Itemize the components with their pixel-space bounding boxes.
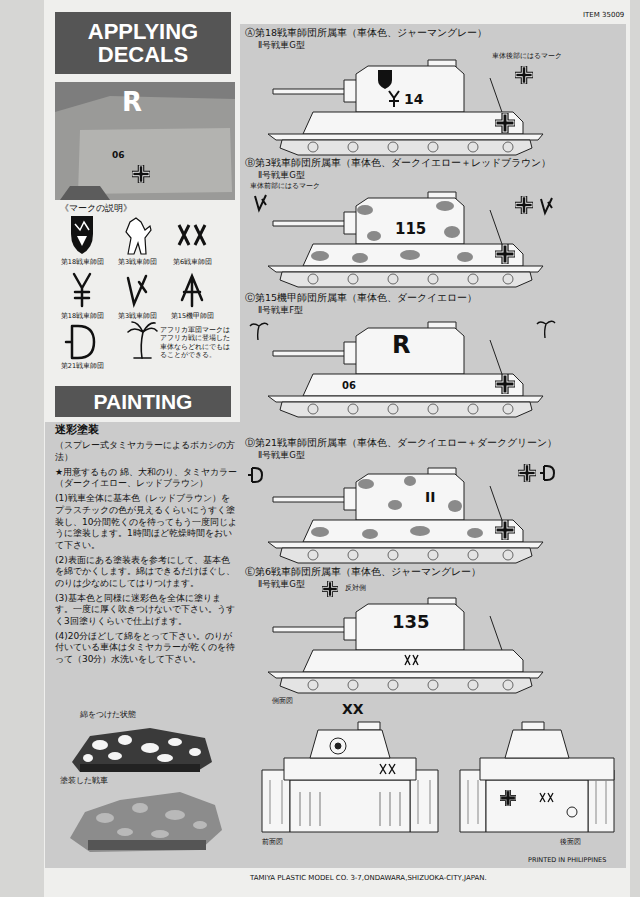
variant-heading: Ⓔ第6戦車師団所属車（車体色、ジャーマングレー） xyxy=(245,566,481,578)
instruction-step: (1)戦車全体に基本色（レッドブラウン）をプラスチックの色が見えるくらいにうすく… xyxy=(55,493,238,551)
photo-caption: 塗装した戦車 xyxy=(60,776,108,786)
variant-type: Ⅱ号戦車G型 xyxy=(258,450,305,461)
maker-address: TAMIYA PLASTIC MODEL CO. 3-7,ONDAWARA,SH… xyxy=(250,874,487,883)
unit-name: 第6戦車師団 xyxy=(165,258,220,266)
heading-band: APPLYING DECALS xyxy=(55,12,231,74)
decal-number: 06 xyxy=(112,150,125,162)
placement-note: 車体後部にはるマーク xyxy=(492,52,562,60)
unit-name: 第3戦車師団 xyxy=(110,258,165,266)
decal-letter: R xyxy=(392,330,410,361)
paper xyxy=(44,0,630,897)
unit-name: 第21戦車師団 xyxy=(55,362,110,370)
instruction-text: ★用意するもの 綿、大和のり、タミヤカラー（ダークイエロー、レッドブラウン） xyxy=(55,467,238,490)
unit-name: 第3戦車師団 xyxy=(110,312,165,320)
view-name: 前面図 xyxy=(262,838,283,847)
decal-number: 115 xyxy=(395,220,426,240)
legend-heading: 《マークの説明》 xyxy=(60,203,132,215)
decal-number: 06 xyxy=(342,379,356,392)
variant-type: Ⅱ号戦車G型 xyxy=(258,170,305,181)
decal-letter: II xyxy=(425,488,435,506)
section-heading: 迷彩塗装 xyxy=(55,423,238,437)
painting-panel xyxy=(45,422,240,868)
tank-side-view xyxy=(250,321,555,417)
view-name: 側面図 xyxy=(272,697,293,706)
unit-name: 第15機甲師団 xyxy=(165,312,220,320)
instruction-step: (3)基本色と同様に迷彩色を全体に塗ります。一度に厚く吹きつけないで下さい。うす… xyxy=(55,593,238,628)
heading-text: APPLYING DECALS xyxy=(61,20,225,66)
variant-heading: Ⓓ第21戦車師団所属車（車体色、ダークイエロー＋ダークグリーン） xyxy=(245,437,557,449)
decal-number: 135 xyxy=(392,610,430,633)
unit-name: 第18戦車師団 xyxy=(55,312,110,320)
tank-side-view xyxy=(268,581,543,693)
view-name: 後面図 xyxy=(560,838,581,847)
note: アフリカ軍団マークはアフリカ戦に登場した車体ならどれにでもはることができる。 xyxy=(160,326,236,360)
variant-heading: Ⓐ第18戦車師団所属車（車体色、ジャーマングレー） xyxy=(245,27,487,39)
variant-heading: Ⓑ第3戦車師団所属車（車体色、ダークイエロー＋レッドブラウン） xyxy=(245,157,551,169)
instruction-step: (2)表面にある塗装表を参考にして、基本色を綿でかくします。綿はできるだけほぐし… xyxy=(55,555,238,590)
tank-rear-view xyxy=(460,722,614,832)
tank-side-view xyxy=(248,464,554,563)
instruction-text: （スプレー式タミヤカラーによるボカシの方法） xyxy=(55,440,238,463)
tank-front-view xyxy=(262,722,438,832)
masked-tank-photo xyxy=(72,728,212,772)
heading-band: PAINTING xyxy=(55,386,231,417)
variant-type: Ⅱ号戦車G型 xyxy=(258,579,305,590)
painted-tank-photo xyxy=(70,792,222,852)
unit-name: 第18戦車師団 xyxy=(55,258,110,266)
placement-note: 反対側 xyxy=(345,584,366,593)
placement-note: 車体前部にはるマーク xyxy=(250,182,320,190)
instruction-step: (4)20分ほどして綿をとって下さい。のりが付いている車体はタミヤカラーが乾くの… xyxy=(55,631,238,666)
photo-caption: 綿をつけた状態 xyxy=(80,710,136,720)
variant-heading: Ⓒ第15機甲師団所属車（車体色、ダークイエロー） xyxy=(245,292,477,304)
decal-letter: R xyxy=(122,86,142,120)
print-note: PRINTED IN PHILIPPINES xyxy=(528,856,606,864)
decal-number: 14 xyxy=(404,90,423,108)
variant-type: Ⅱ号戦車G型 xyxy=(258,40,305,51)
decal-photo xyxy=(55,82,235,200)
tank-side-view xyxy=(268,60,543,155)
decal-letter: XX xyxy=(342,700,364,718)
variant-type: Ⅱ号戦車F型 xyxy=(258,305,303,316)
item-number: ITEM 35009 xyxy=(583,11,624,20)
tank-side-view xyxy=(255,192,552,287)
decal-panel xyxy=(240,24,626,868)
heading-text: PAINTING xyxy=(61,390,225,413)
